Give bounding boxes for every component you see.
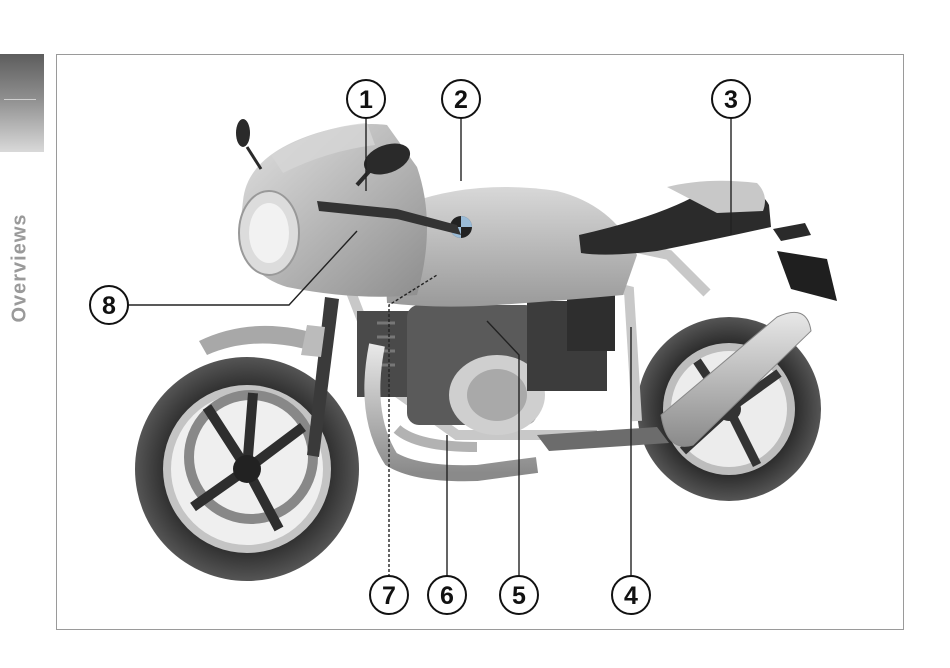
callout-6-label: 6 [440,582,454,610]
illustration-frame: 1 2 3 4 5 6 7 8 [56,54,904,630]
callout-1-label: 1 [359,86,373,114]
motorcycle-illustration: 1 2 3 4 5 6 7 8 [57,55,904,630]
callout-4-label: 4 [624,582,638,610]
callout-7: 7 [370,576,408,614]
left-mirror [236,119,250,147]
callout-6: 6 [428,576,466,614]
callout-3-label: 3 [724,86,738,114]
callout-3: 3 [712,80,750,118]
callout-7-label: 7 [382,582,396,610]
callout-1: 1 [347,80,385,118]
chapter-tab [0,54,44,152]
section-label: Overviews [9,213,32,322]
engine [357,291,669,451]
callout-5-label: 5 [512,582,526,610]
callout-4: 4 [612,576,650,614]
callout-2-label: 2 [454,86,468,114]
callout-8: 8 [90,286,128,324]
chapter-tab-divider [4,99,36,100]
callout-2: 2 [442,80,480,118]
callout-5: 5 [500,576,538,614]
callout-8-label: 8 [102,292,116,320]
license-plate-holder [777,251,837,301]
